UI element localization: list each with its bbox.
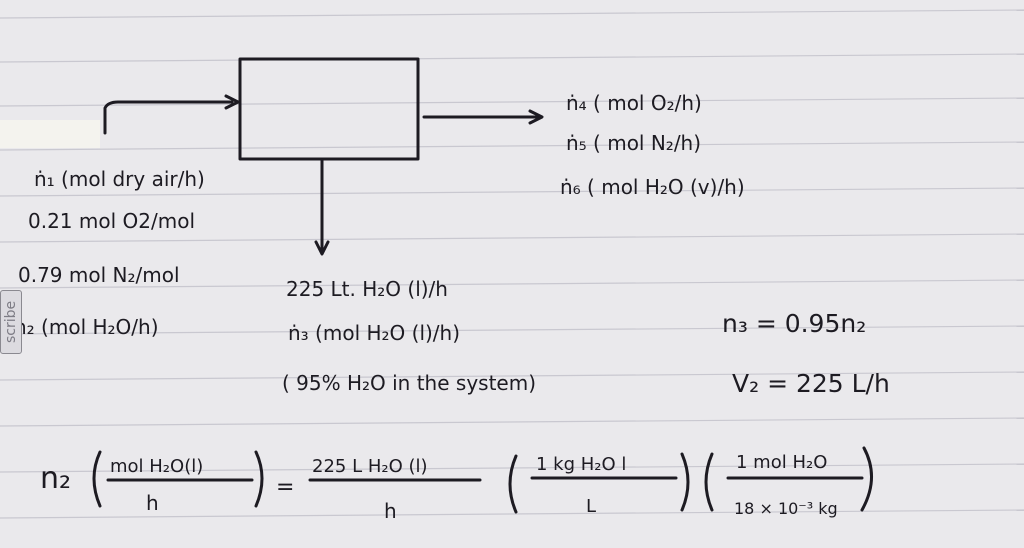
outlet-arrowhead — [528, 109, 544, 125]
factor3-denominator: 18 × 10⁻³ kg — [734, 499, 838, 518]
percent-water-note: ( 95% H₂O in the system) — [282, 371, 536, 395]
output-n2-flow: ṅ₅ ( mol N₂/h) — [566, 131, 701, 155]
paper-sticker — [0, 120, 100, 148]
unit-conversion-equation: n₂ mol H₂O(l) h = 225 L H₂O (l) h 1 kg H… — [40, 446, 874, 523]
watermark: scribe — [0, 290, 22, 354]
conversion-lhs-den: h — [146, 491, 159, 515]
paren-close-1 — [254, 450, 264, 508]
paren-open-2 — [508, 454, 518, 514]
ruled-lines — [0, 9, 1024, 519]
inlet-arrow — [103, 100, 234, 135]
relation-n3: n₃ = 0.95n₂ — [722, 309, 866, 338]
relation-v2: V₂ = 225 L/h — [732, 369, 890, 398]
factor2-numerator: 1 kg H₂O l — [536, 454, 626, 475]
input-n2-fraction: 0.79 mol N₂/mol — [18, 263, 180, 287]
paren-open-1 — [92, 450, 102, 508]
liquid-water-volumetric: 225 Lt. H₂O (l)/h — [286, 277, 448, 301]
conversion-lhs-var: n₂ — [40, 461, 71, 496]
input-o2-fraction: 0.21 mol O2/mol — [28, 209, 195, 233]
factor3-numerator: 1 mol H₂O — [736, 452, 827, 473]
input-stream-flow: ṅ₁ (mol dry air/h) — [34, 167, 205, 191]
conversion-lhs-num: mol H₂O(l) — [110, 456, 203, 477]
input-water-flow: ṅ₂ (mol H₂O/h) — [14, 315, 159, 339]
paren-close-3 — [860, 446, 874, 512]
paren-close-2 — [680, 452, 690, 512]
output-water-vapor-flow: ṅ₆ ( mol H₂O (v)/h) — [560, 175, 745, 199]
equals-sign: = — [276, 475, 294, 500]
factor1-numerator: 225 L H₂O (l) — [312, 456, 428, 477]
liquid-water-molar: ṅ₃ (mol H₂O (l)/h) — [288, 321, 460, 345]
factor1-denominator: h — [384, 499, 397, 523]
inlet-arrowhead — [224, 94, 240, 110]
process-unit-box — [238, 57, 420, 161]
paren-open-3 — [704, 452, 714, 512]
output-o2-flow: ṅ₄ ( mol O₂/h) — [566, 91, 702, 115]
factor2-denominator: L — [586, 496, 596, 517]
bottom-outlet-arrowhead — [314, 240, 330, 256]
